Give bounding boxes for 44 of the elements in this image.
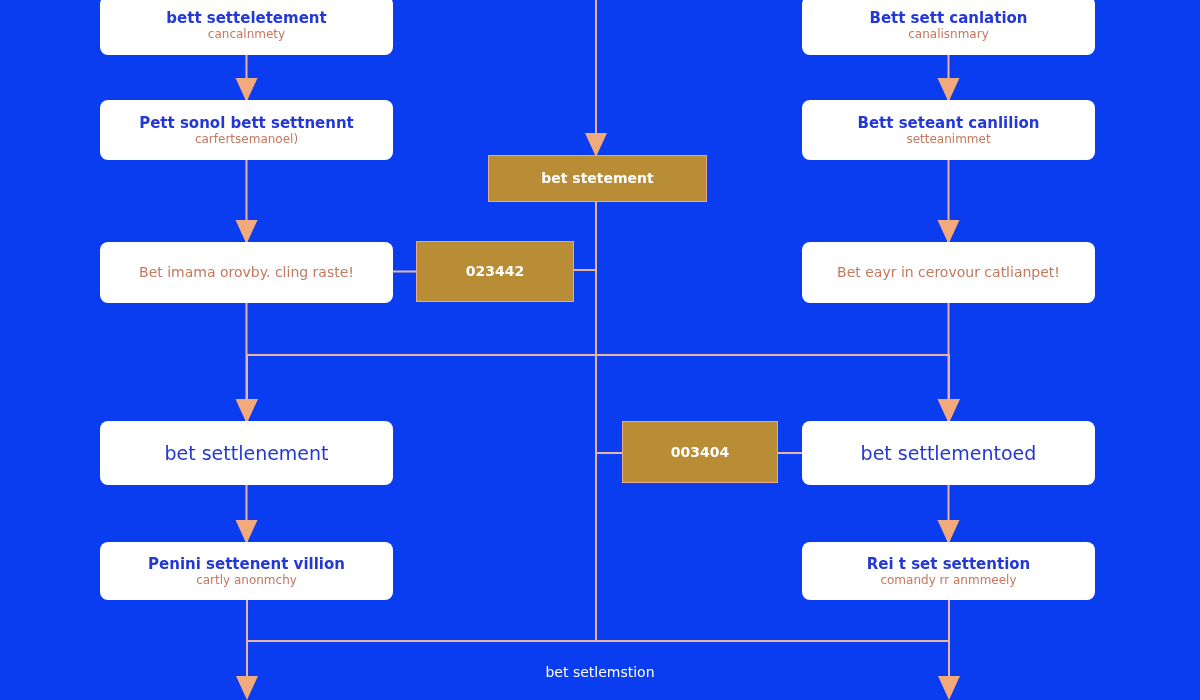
- process-box: [100, 242, 393, 303]
- connector-line: [777, 452, 803, 454]
- box-subtitle: canalisnmary: [908, 27, 989, 42]
- process-box: [802, 242, 1095, 303]
- box-title: bet settlenement: [164, 441, 329, 465]
- arrow: [937, 484, 960, 544]
- flow-label: bet setlemstion: [544, 664, 656, 680]
- process-box: [802, 542, 1095, 600]
- arrow: [235, 54, 258, 102]
- process-box: [802, 421, 1095, 485]
- process-box: [802, 100, 1095, 160]
- arrow: [937, 54, 960, 102]
- box-title: 023442: [465, 263, 525, 280]
- process-box: [100, 421, 393, 485]
- process-box: [100, 100, 393, 160]
- highlight-box: [416, 241, 574, 302]
- box-title: Penini settenent villion: [148, 554, 345, 573]
- process-box: [100, 0, 393, 55]
- arrow: [235, 159, 258, 244]
- box-subtitle: cartly anonmchy: [196, 572, 297, 588]
- arrow: [235, 484, 258, 544]
- box-subtitle: comandy rr anmmeely: [880, 572, 1017, 588]
- process-box: [802, 0, 1095, 55]
- box-title: Bett sett canlation: [869, 9, 1028, 28]
- box-title: Pett sonol bett settnennt: [139, 113, 354, 132]
- highlight-box: [488, 155, 707, 202]
- connector-line: [392, 270, 417, 273]
- box-title: bet settlementoed: [860, 441, 1037, 465]
- box-title: Bett seteant canlilion: [857, 113, 1040, 132]
- box-title: Rei t set settention: [866, 554, 1031, 573]
- arrow: [937, 159, 960, 244]
- box-subtitle: setteanimmet: [906, 131, 991, 147]
- box-title: bett setteletement: [166, 9, 327, 28]
- arrow: [938, 599, 960, 700]
- box-title: 003404: [670, 443, 730, 461]
- highlight-box: [622, 421, 778, 483]
- box-title: Bet eayr in cerovour catlianpet!: [837, 264, 1060, 281]
- arrow: [236, 599, 258, 700]
- box-subtitle: carfertsemanoel): [194, 131, 299, 147]
- process-box: [100, 542, 393, 600]
- box-subtitle: cancalnmety: [207, 27, 286, 42]
- box-title: Bet imama orovby. cling raste!: [139, 264, 354, 281]
- arrow: [585, 0, 607, 157]
- box-title: bet stetement: [541, 170, 654, 187]
